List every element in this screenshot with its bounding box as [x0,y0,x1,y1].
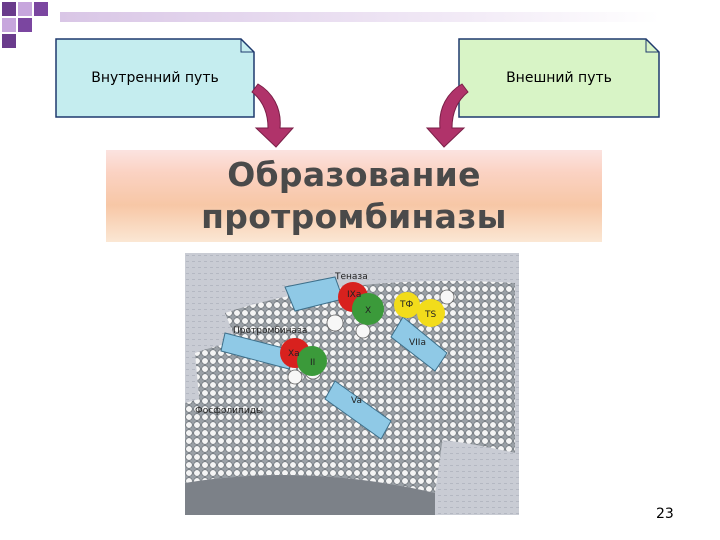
label-phospholipids: Фосфолипиды [195,406,263,416]
label-ixa: IXa [347,290,361,300]
pathway-arrows [251,83,469,148]
label-x: X [365,306,371,316]
corner-decoration [2,2,48,48]
label-ii: II [310,358,315,368]
label-prothrombinase: Протромбиназа [233,326,307,336]
factor-x-mark [352,293,384,325]
header-line [60,12,660,22]
intrinsic-pathway-box: Внутренний путь [55,38,255,118]
membrane-complex-figure: Теназа Протромбиназа Фосфолипиды IXa X Т… [185,253,519,515]
title-line-1: Образование [227,155,481,194]
intrinsic-pathway-label: Внутренний путь [91,70,219,86]
label-tenase: Теназа [334,272,368,282]
label-viia: VIIa [409,338,426,348]
extrinsic-pathway-label: Внешний путь [506,70,612,86]
left-arrow-icon [251,83,295,148]
factor-tf-mark [394,292,420,318]
label-ts: ТS [424,310,436,320]
label-xa: Xa [288,349,300,359]
label-tf: ТФ [399,300,413,310]
extrinsic-pathway-box: Внешний путь [458,38,660,118]
factor-ts-mark [417,299,445,327]
title-line-2: протромбиназы [201,197,507,236]
right-arrow-icon [425,83,469,148]
page-number: 23 [656,506,674,522]
factor-ii-mark [297,346,327,376]
title-banner: Образование протромбиназы [106,150,602,242]
label-va: Va [351,396,362,406]
